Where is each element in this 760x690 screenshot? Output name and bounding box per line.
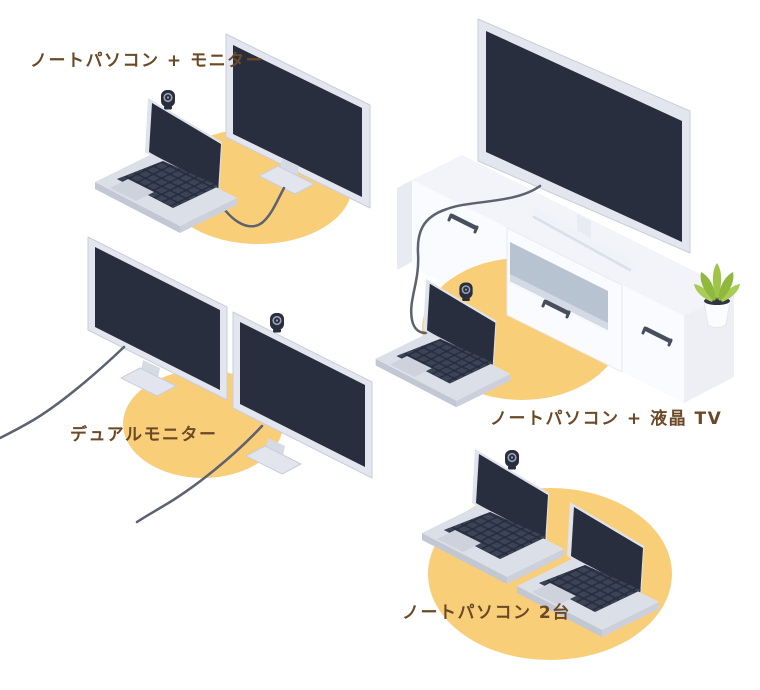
monitor-stand-base: [120, 367, 177, 397]
cabinet-left-side: [397, 180, 412, 270]
tv-hdmi-cable: [409, 184, 542, 335]
open-shelf-interior: [510, 242, 608, 332]
scene-two-laptops: ノートパソコン 2台: [402, 449, 672, 660]
lcd-tv: [477, 18, 691, 254]
tv-screen: [486, 31, 682, 242]
plant-pot: [703, 300, 731, 328]
scene-laptop-plus-lcd-tv: ノートパソコン + 液晶 TV: [375, 18, 740, 429]
cabinet-handle-right: [641, 326, 673, 347]
tv-stand-bar: [528, 207, 636, 272]
scene-label: ノートパソコン + 液晶 TV: [490, 408, 722, 429]
cabinet-middle-section: [506, 227, 623, 373]
scene-label: デュアルモニター: [70, 424, 218, 445]
cabinet-handle-middle: [541, 299, 571, 319]
scene-laptop-plus-monitor: ノートパソコン + モニター: [30, 33, 371, 244]
webcam-icon: [269, 312, 285, 334]
open-shelf-floor: [510, 274, 608, 332]
plant-leaf: [700, 272, 716, 301]
scene-dual-monitor: デュアルモニター: [0, 236, 373, 524]
desktop-monitor: [225, 33, 371, 209]
hdmi-cable: [211, 186, 286, 228]
monitor-cable-right: [135, 424, 264, 524]
potted-plant: [694, 263, 740, 328]
monitor-stand-base: [245, 445, 302, 475]
scene-label: ノートパソコン + モニター: [30, 51, 264, 71]
monitor-screen: [233, 45, 362, 197]
monitor-right: [232, 311, 373, 479]
monitor-left: [87, 236, 228, 401]
plant-leaf: [694, 284, 713, 302]
monitor-screen: [95, 247, 220, 390]
tv-stand-bar-shadow: [532, 215, 632, 272]
plant-leaf: [718, 272, 734, 301]
plant-leaf: [712, 263, 722, 300]
monitor-screen: [240, 322, 365, 467]
plant-leaf: [721, 284, 740, 302]
webcam-icon: [504, 449, 520, 471]
monitor-cable-left: [0, 345, 126, 440]
webcam-icon: [160, 89, 176, 111]
cabinet-handle-left: [447, 213, 479, 234]
laptop: [95, 98, 237, 233]
scene-label: ノートパソコン 2台: [402, 602, 571, 623]
